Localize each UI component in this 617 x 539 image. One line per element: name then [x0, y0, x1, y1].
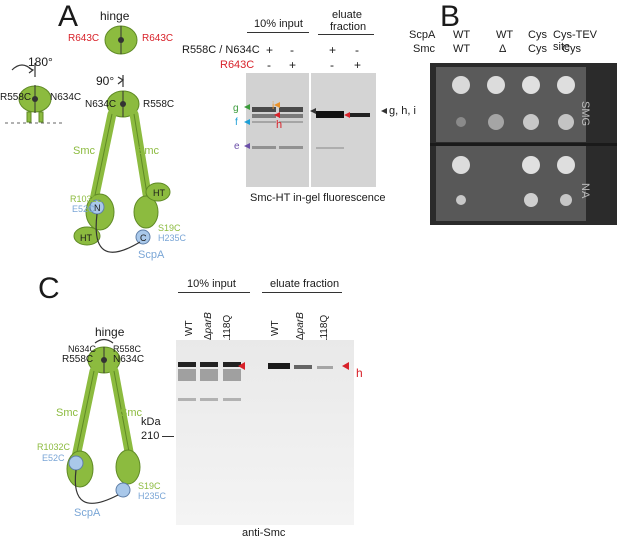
smc-label-right-a: Smc — [137, 145, 159, 157]
label-scpa-a: ScpA — [138, 249, 165, 261]
band-i-label: i — [272, 101, 275, 112]
lane-2-label: ΔparB — [203, 312, 214, 340]
row2-sign-4: + — [354, 58, 362, 72]
gel-a-header-input: 10% input — [254, 18, 303, 30]
mw-tick — [162, 436, 174, 437]
blot-c-header-eluate: eluate fraction — [270, 278, 340, 290]
label-scpa-c: ScpA — [74, 507, 101, 519]
smc-label-right-c: Smc — [120, 407, 142, 419]
b-col2-top: WT — [496, 29, 514, 41]
gel-a-header-eluate: eluate — [332, 9, 362, 21]
hinge-title-a: hinge — [100, 9, 130, 23]
spot-assay-plates — [430, 63, 617, 225]
label-ht-left: HT — [80, 233, 92, 243]
blot-c-caption: anti-Smc — [242, 527, 286, 539]
label-c-a: C — [140, 233, 147, 243]
smc-scpa-diagram-a — [73, 75, 171, 253]
plate-smg-label: SMG — [579, 101, 591, 127]
label-r558c-c: R558C — [62, 354, 94, 365]
label-n634c-a: N634C — [85, 99, 117, 110]
rotation-180-label: 180° — [28, 55, 53, 69]
label-s19c-a: S19C — [158, 223, 181, 233]
label-e52c-c: E52C — [42, 453, 65, 463]
plate-na-label: NA — [579, 183, 591, 199]
smc-small-dimer-diagram — [5, 63, 65, 124]
gel-a-underline-input — [247, 32, 309, 33]
row1-sign-2: - — [290, 43, 294, 57]
blot-c-image — [176, 340, 354, 525]
band-markers-a — [244, 102, 387, 149]
blot-c-underline-input — [178, 292, 250, 293]
panel-b-label: B — [440, 0, 461, 33]
smc-scpa-diagram-c — [66, 338, 141, 504]
hinge-r643c-left: R643C — [68, 33, 100, 44]
band-h-label: h — [276, 119, 283, 131]
row1-sign-4: - — [355, 43, 359, 57]
b-col1-top: WT — [453, 29, 471, 41]
gel-a-image — [246, 73, 376, 187]
b-col3-top: Cys — [528, 29, 547, 41]
panel-c-label: C — [38, 272, 60, 305]
b-row2-label: Smc — [413, 43, 435, 55]
lane-5-parb: parB — [295, 312, 306, 334]
hinge-title-c: hinge — [95, 325, 125, 339]
band-ghi-label: g, h, i — [389, 105, 416, 117]
band-e-label: e — [234, 141, 240, 152]
small-label-n634c: N634C — [50, 92, 82, 103]
label-r1032c-c: R1032C — [37, 442, 71, 452]
gel-a-row1-label: R558C / N634C — [182, 44, 260, 56]
gel-a-caption: Smc-HT in-gel fluorescence — [250, 192, 386, 204]
gel-a-row2-label: R643C — [220, 59, 255, 71]
band-h-arrows-c — [238, 362, 349, 370]
lane-5-delta: Δ — [295, 333, 306, 340]
label-h235c-c: H235C — [138, 491, 167, 501]
lane-2-delta: Δ — [203, 333, 214, 340]
label-r1032c-a: R1032C — [70, 194, 104, 204]
blot-c-underline-eluate — [262, 292, 342, 293]
mw-210-label: 210 — [141, 430, 160, 442]
label-n634c-c: N634C — [113, 354, 145, 365]
hinge-r643c-right: R643C — [142, 33, 174, 44]
band-g-label: g — [233, 103, 239, 114]
label-n-a: N — [94, 203, 101, 213]
label-h235c-a: H235C — [158, 233, 187, 243]
row1-sign-1: + — [266, 43, 274, 57]
row2-sign-1: - — [267, 58, 271, 72]
label-r558c-a: R558C — [143, 99, 175, 110]
blot-c-header-input: 10% input — [187, 278, 236, 290]
b-col4-bottom: Cys — [562, 43, 581, 55]
label-n634c-tiny-c: N634C — [68, 344, 97, 354]
band-h-label-c: h — [356, 366, 363, 380]
row1-sign-3: + — [329, 43, 337, 57]
smc-label-left-a: Smc — [73, 145, 95, 157]
band-f-label: f — [235, 117, 238, 128]
row2-sign-2: + — [289, 58, 297, 72]
lane-1-label: WT — [184, 320, 195, 336]
gel-a-header-fraction: fraction — [330, 21, 367, 33]
label-ht-right: HT — [153, 188, 165, 198]
b-col2-bottom: Δ — [499, 43, 507, 55]
rotation-90-label: 90° — [96, 74, 115, 88]
small-label-r558c: R558C — [0, 92, 32, 103]
b-row1-label: ScpA — [409, 29, 436, 41]
label-r558c-tiny-c: R558C — [113, 344, 142, 354]
lane-2-parb: parB — [203, 312, 214, 334]
lane-4-label: WT — [270, 320, 281, 336]
b-col1-bottom: WT — [453, 43, 471, 55]
kda-label: kDa — [141, 416, 161, 428]
lane-5-label: ΔparB — [295, 312, 306, 340]
hinge-top-diagram — [104, 25, 138, 55]
label-s19c-c: S19C — [138, 481, 161, 491]
label-e52c-a: E52C — [72, 204, 95, 214]
b-col4-top: Cys-TEV site — [553, 29, 597, 53]
gel-a-underline-eluate — [318, 34, 374, 35]
panel-a-label: A — [58, 0, 79, 33]
b-col3-bottom: Cys — [528, 43, 547, 55]
smc-label-left-c: Smc — [56, 407, 78, 419]
row2-sign-3: - — [330, 58, 334, 72]
